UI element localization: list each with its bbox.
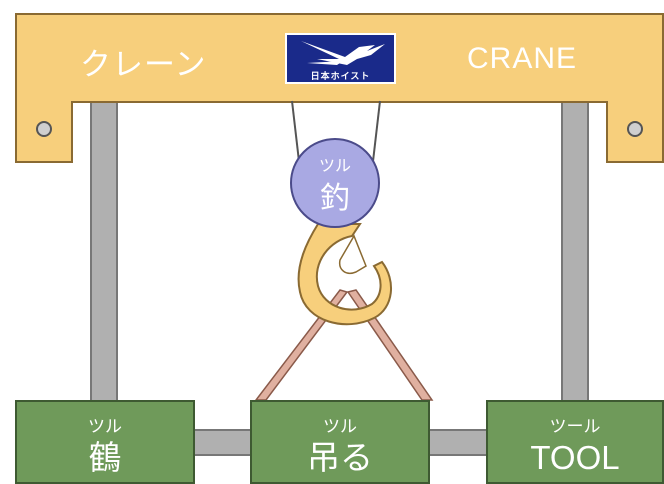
box-tool: ツール TOOL (486, 400, 664, 484)
beam-right-label: CRANE (467, 42, 578, 75)
hook-ball-label: 釣 (320, 181, 350, 216)
right-bracket (606, 101, 664, 163)
hook-ball: ツル 釣 (290, 138, 380, 228)
left-connector (193, 429, 253, 456)
bolt-icon (627, 121, 643, 137)
logo-text: 日本ホイスト (310, 72, 371, 82)
left-pillar (90, 101, 118, 401)
bolt-icon (36, 121, 52, 137)
box-label: 鶴 (88, 438, 122, 477)
right-connector (428, 429, 490, 456)
crane-bird-icon (301, 41, 385, 65)
company-logo: 日本ホイスト (285, 33, 396, 84)
box-tsuru-crane: ツル 鶴 (15, 400, 195, 484)
box-label: 吊る (307, 438, 373, 477)
hook-icon (297, 223, 393, 326)
box-label: TOOL (530, 439, 620, 476)
box-tsuru-hang: ツル 吊る (250, 400, 430, 484)
right-sling (346, 289, 434, 401)
box-ruby: ツール (549, 417, 601, 437)
box-ruby: ツル (88, 417, 122, 437)
beam-left-label: クレーン (80, 47, 207, 83)
hook-ball-ruby: ツル (318, 156, 351, 175)
right-pillar (561, 101, 589, 401)
box-ruby: ツル (323, 417, 357, 437)
left-bracket (15, 101, 73, 163)
